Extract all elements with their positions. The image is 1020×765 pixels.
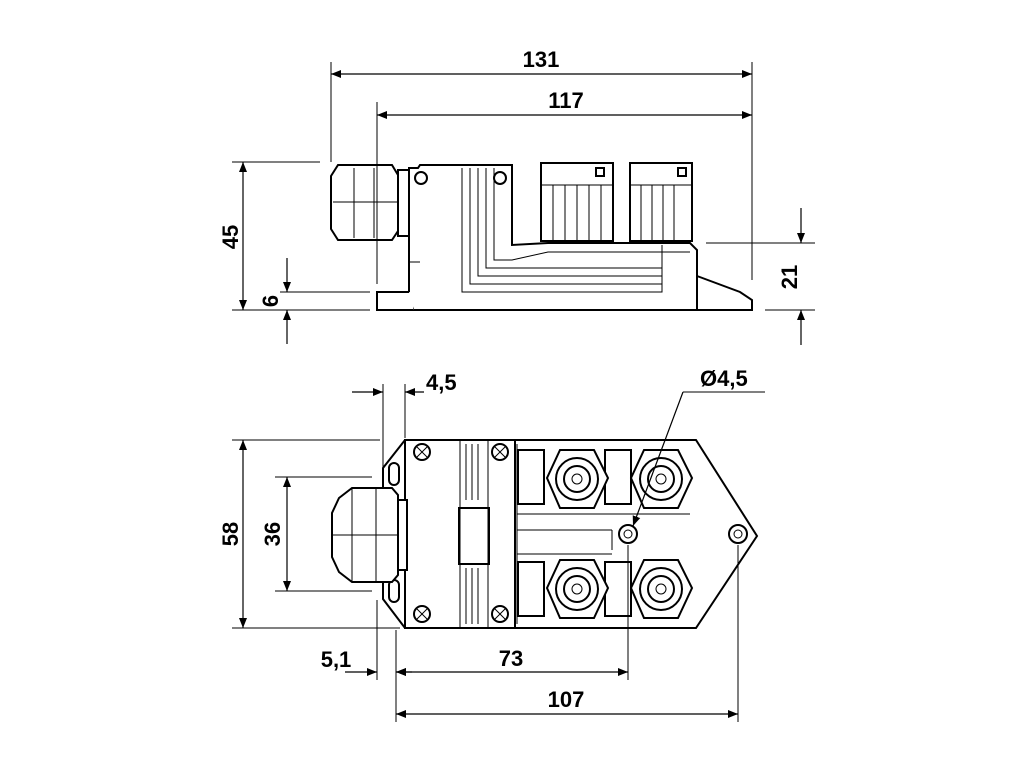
side-screw-head <box>493 171 507 185</box>
side-socket-right <box>629 162 693 242</box>
top-extension-lines <box>232 384 739 722</box>
dim-107-label: 107 <box>548 687 585 712</box>
top-slot-hole <box>388 462 400 486</box>
top-socket <box>629 559 694 619</box>
top-right-hole <box>728 524 748 544</box>
dim-5-1-label: 5,1 <box>321 647 352 672</box>
dim-4-5-label: 4,5 <box>426 370 457 395</box>
side-housing-contours <box>409 168 690 293</box>
dim-58-label: 58 <box>218 522 243 546</box>
top-screw <box>491 605 509 623</box>
top-socket <box>545 449 610 509</box>
top-screw <box>413 443 431 461</box>
top-cable-gland <box>331 487 408 583</box>
side-mount-foot <box>696 274 753 311</box>
side-view: 131 117 45 6 21 <box>218 47 815 345</box>
side-cable-gland <box>330 164 410 241</box>
top-socket-clip <box>517 561 545 617</box>
top-screw <box>491 443 509 461</box>
dim-117-label: 117 <box>548 88 584 113</box>
top-socket <box>545 559 610 619</box>
dim-hole-label: Ø4,5 <box>700 366 748 391</box>
side-base-foot <box>376 291 415 311</box>
dim-131-label: 131 <box>523 47 560 72</box>
top-screw <box>413 605 431 623</box>
leader-hole-line <box>632 391 684 527</box>
dim-45-label: 45 <box>218 225 243 249</box>
dim-21-label: 21 <box>777 265 802 289</box>
top-socket <box>629 449 694 509</box>
dim-36-label: 36 <box>260 522 285 546</box>
side-socket-left <box>540 162 614 242</box>
top-socket-clip <box>517 449 545 505</box>
side-housing <box>408 164 698 311</box>
dim-73-label: 73 <box>499 646 523 671</box>
side-screw-head <box>414 171 428 185</box>
top-view: 4,5 Ø4,5 58 36 5,1 73 107 <box>218 366 765 722</box>
top-label-plate <box>458 507 490 565</box>
top-center-hole <box>618 524 638 544</box>
dim-6-label: 6 <box>258 295 283 307</box>
